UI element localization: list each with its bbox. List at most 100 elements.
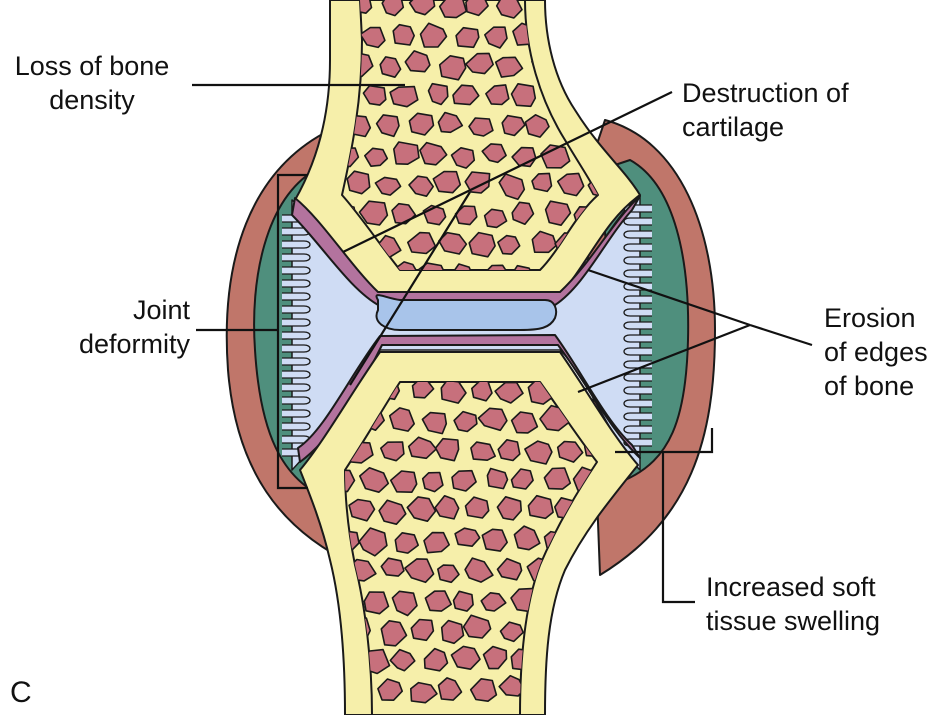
trabecular-cell — [423, 647, 449, 672]
trabecular-cell — [470, 441, 496, 461]
trabecular-cell — [510, 468, 534, 490]
label-joint-deformity: Joint deformity — [50, 293, 190, 361]
trabecular-cell — [543, 467, 572, 490]
synovial-villus — [623, 425, 652, 434]
synovial-villus — [282, 344, 311, 353]
trabecular-cell — [481, 143, 507, 164]
trabecular-cell — [483, 208, 508, 229]
trabecular-cell — [358, 527, 388, 557]
trabecular-cell — [424, 590, 452, 612]
trabecular-cell — [589, 618, 597, 641]
label-line: tissue swelling — [706, 606, 881, 636]
trabecular-cell — [571, 648, 597, 671]
synovial-villus — [282, 292, 311, 301]
trabecular-cell — [556, 440, 584, 463]
trabecular-cell — [380, 441, 405, 462]
trabecular-cell — [391, 261, 421, 270]
trabecular-cell — [375, 114, 400, 138]
trabecular-cell — [318, 623, 342, 642]
trabecular-cell — [285, 677, 311, 700]
trabecular-cell — [465, 52, 494, 75]
trabecular-cell — [511, 201, 535, 225]
trabecular-cell — [582, 679, 597, 702]
trabecular-cell — [450, 645, 481, 670]
trabecular-cell — [496, 496, 522, 521]
trabecular-cell — [440, 619, 465, 645]
trabecular-cell — [419, 141, 448, 166]
trabecular-cell — [452, 84, 480, 106]
trabecular-cell — [619, 52, 643, 74]
trabecular-cell — [616, 0, 645, 19]
trabecular-cell — [574, 88, 597, 109]
trabecular-cell — [407, 436, 437, 460]
trabecular-cell — [462, 614, 492, 639]
label-loss-of-bone-density: Loss of bone density — [0, 49, 184, 117]
trabecular-cell — [389, 470, 418, 493]
synovial-villus — [623, 295, 652, 304]
synovial-villus — [623, 373, 652, 382]
trabecular-cell — [423, 531, 450, 554]
trabecular-cell — [440, 382, 467, 404]
trabecular-cell — [438, 0, 468, 19]
trabecular-cell — [494, 382, 524, 404]
label-line: Erosion — [824, 303, 916, 333]
trabecular-cell — [362, 84, 387, 106]
trabecular-cell — [348, 498, 376, 522]
trabecular-cell — [481, 528, 508, 552]
trabecular-cell — [374, 176, 402, 196]
trabecular-cell — [480, 592, 507, 612]
trabecular-cell — [570, 23, 596, 46]
label-line: Joint — [132, 295, 190, 325]
trabecular-cell — [540, 144, 571, 169]
synovial-villus — [623, 412, 652, 421]
synovial-villus — [623, 308, 652, 317]
trabecular-cell — [497, 234, 521, 255]
trabecular-cell — [482, 645, 508, 670]
trabecular-cell — [404, 558, 435, 584]
synovial-villus — [623, 321, 652, 330]
trabecular-cell — [346, 170, 371, 195]
trabecular-cell — [558, 619, 583, 643]
trabecular-cell — [381, 0, 405, 17]
trabecular-cell — [304, 650, 326, 667]
trabecular-cell — [419, 22, 448, 48]
synovial-villus — [282, 422, 311, 431]
trabecular-cell — [524, 114, 550, 138]
trabecular-cell — [484, 264, 511, 270]
trabecular-cell — [501, 114, 526, 137]
trabecular-cell — [554, 0, 582, 17]
trabecular-cell — [307, 90, 328, 107]
trabecular-cell — [364, 147, 389, 167]
leader-erosion-1 — [587, 268, 751, 327]
trabecular-cell — [498, 173, 526, 201]
trabecular-cell — [464, 557, 494, 583]
synovial-villus — [623, 269, 652, 278]
trabecular-cell — [305, 594, 326, 613]
label-line: deformity — [78, 329, 190, 359]
trabecular-cell — [408, 0, 436, 16]
trabecular-cell — [556, 675, 588, 703]
trabecular-cell — [389, 85, 419, 108]
trabecular-cell — [486, 467, 509, 490]
label-line: of edges — [824, 337, 928, 367]
trabecular-cell — [531, 172, 553, 193]
trabecular-cell — [495, 0, 523, 19]
trabecular-cell — [407, 231, 437, 255]
synovial-villus — [623, 347, 652, 356]
trabecular-cell — [358, 200, 389, 226]
trabecular-cell — [603, 649, 626, 670]
label-destruction-of-cartilage: Destruction of cartilage — [682, 76, 849, 144]
trabecular-cell — [427, 82, 449, 106]
trabecular-cell — [455, 26, 480, 49]
trabecular-cell — [527, 494, 554, 520]
synovial-villus — [282, 305, 311, 314]
synovial-villus — [623, 256, 652, 265]
trabecular-cell — [345, 469, 356, 493]
leader-cartilage-1 — [342, 91, 673, 253]
trabecular-cell — [289, 558, 314, 581]
trabecular-cell — [513, 525, 541, 551]
trabecular-cell — [558, 49, 588, 75]
panel-letter: C — [10, 676, 32, 709]
trabecular-cell — [434, 495, 460, 520]
